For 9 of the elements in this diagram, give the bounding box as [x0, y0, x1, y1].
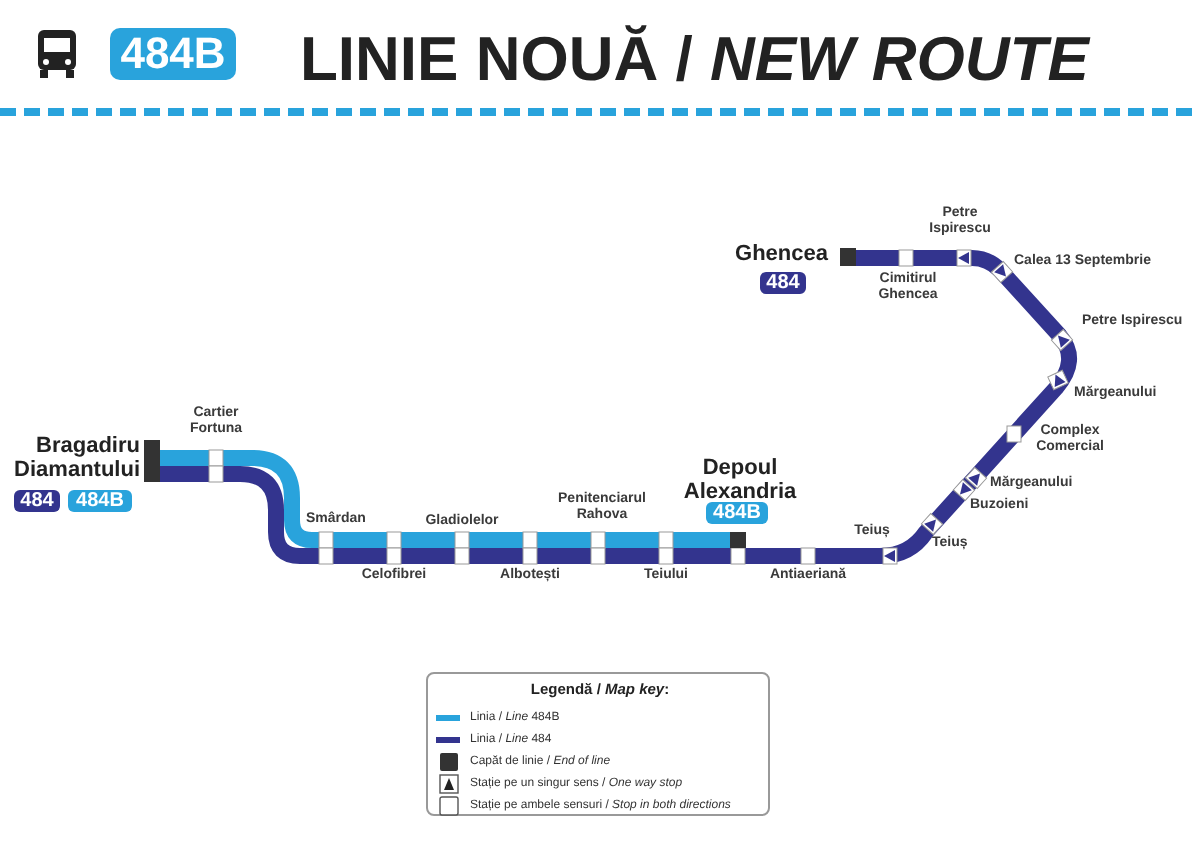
route-badge: 484	[14, 490, 60, 512]
terminus-name: Depoul Alexandria	[681, 456, 799, 505]
title: LINIE NOUĂ / NEW ROUTE	[300, 24, 1089, 96]
route-badge: 484B	[110, 28, 236, 80]
route-badge: 484B	[706, 502, 768, 524]
route-badge: 484B	[68, 490, 132, 512]
terminus-name: Ghencea	[733, 242, 828, 267]
route-badge: 484	[760, 272, 806, 294]
terminus-name: Bragadiru Diamantului	[12, 434, 140, 483]
